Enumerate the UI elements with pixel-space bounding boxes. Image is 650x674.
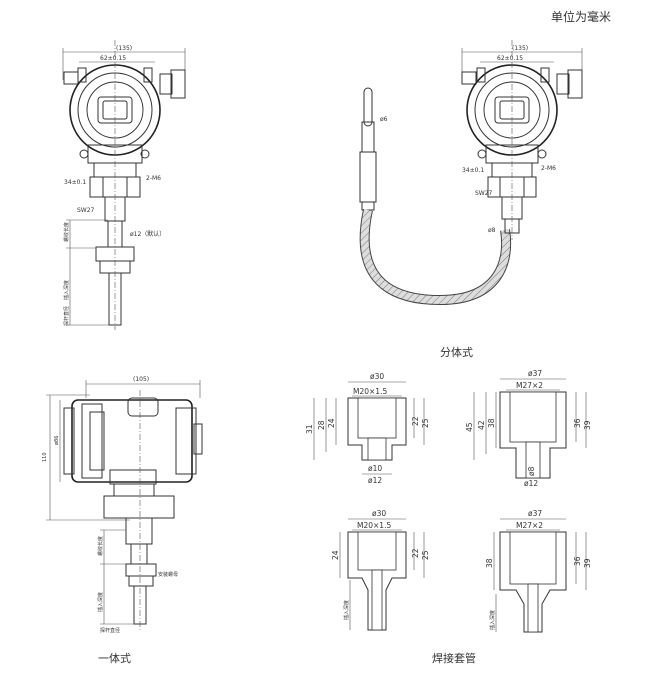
label-integral-thread-length: 螺纹长度 [97,536,104,556]
dim-screw-thread: 2-M6 [146,175,161,182]
dim-overall-width-2: (135) [512,45,528,52]
label-insert-depth: 插入深度 [63,280,70,300]
weld-sleeve-m27-long: ø37 M27×2 38 36 39 插入深度 [485,509,592,633]
dim-housing-diameter: ø86 [54,436,60,445]
weld2-thread: M27×2 [516,381,543,390]
dim-integral-width: (105) [133,376,149,383]
weld4-h-38: 38 [485,558,494,568]
dim-wrench-size-2: SW27 [475,190,493,197]
weld3-h-24: 24 [331,550,340,560]
dim-hex-offset-2: 34±0.1 [462,167,484,174]
weld2-h-38: 38 [487,418,496,428]
units-note: 单位为毫米 [551,10,612,24]
weld-sleeve-m27-short: ø37 M27×2 45 42 38 36 39 ø8 ø12 [465,369,592,488]
dim-integral-height: 110 [42,452,48,462]
weld4-insert-depth: 插入深度 [489,610,496,630]
dim-wrench-size: SW27 [77,207,95,214]
weld1-h-outer: 31 [305,424,314,434]
weld3-top-diameter: ø30 [372,509,386,518]
weld-sleeve-m20-short: ø30 M20×1.5 31 28 24 22 25 ø10 ø12 [305,372,430,485]
weld4-thread: M27×2 [516,521,543,530]
label-thread-length: 螺纹长度 [63,222,70,242]
weld2-h-39: 39 [583,420,592,430]
weld1-bottom-dia: ø12 [368,476,382,485]
weld4-h-39: 39 [583,558,592,568]
label-probe-diameter: 探杆直径 [63,306,70,326]
weld3-thread: M20×1.5 [357,521,391,530]
dim-overall-width: (135) [116,45,132,52]
caption-integral-type: 一体式 [98,652,131,665]
caption-split-type: 分体式 [440,346,473,359]
caption-weld-sleeve: 焊接套管 [432,652,476,665]
weld2-h-42: 42 [477,420,486,430]
dim-hex-offset: 34±0.1 [64,179,86,186]
weld4-top-diameter: ø37 [528,509,542,518]
dim-center-distance: 62±0.15 [100,55,126,62]
dim-cable-dia: ø6 [380,116,388,123]
weld1-h-24: 24 [327,418,336,428]
weld2-h-36: 36 [573,418,582,428]
weld1-h-22: 22 [411,416,420,426]
label-integral-insert-depth: 插入深度 [97,592,104,612]
weld-sleeve-m20-long: ø30 M20×1.5 24 22 25 插入深度 [331,509,430,631]
transmitter-front-view: (135) 62±0.15 34±0.1 [62,40,186,330]
weld2-bottom-dia: ø12 [524,479,538,488]
label-integral-probe: 探杆直径 [100,627,120,634]
weld3-insert-depth: 插入深度 [343,600,350,620]
weld3-h-25: 25 [421,550,430,560]
weld2-h-outer: 45 [465,422,474,432]
dim-rod-dia: ø8 [488,227,496,234]
weld1-inner-dia: ø10 [368,464,382,473]
split-type-view: ø6 (135) 62±0.15 [359,40,583,306]
dim-center-distance-2: 62±0.15 [497,55,523,62]
integral-side-view: (105) 110 ø86 安装螺母 [42,376,203,634]
weld1-h-25: 25 [421,418,430,428]
weld1-thread: M20×1.5 [353,387,387,396]
weld2-inner-dia: ø8 [527,466,536,476]
dim-probe-dia: ø12（默认） [130,230,165,238]
weld2-top-diameter: ø37 [528,369,542,378]
weld3-h-22: 22 [411,548,420,558]
weld1-h-28: 28 [317,420,326,430]
label-install-nut: 安装螺母 [158,571,178,578]
weld1-top-diameter: ø30 [370,372,384,381]
weld4-h-36: 36 [573,556,582,566]
dim-screw-thread-2: 2-M6 [541,165,556,172]
